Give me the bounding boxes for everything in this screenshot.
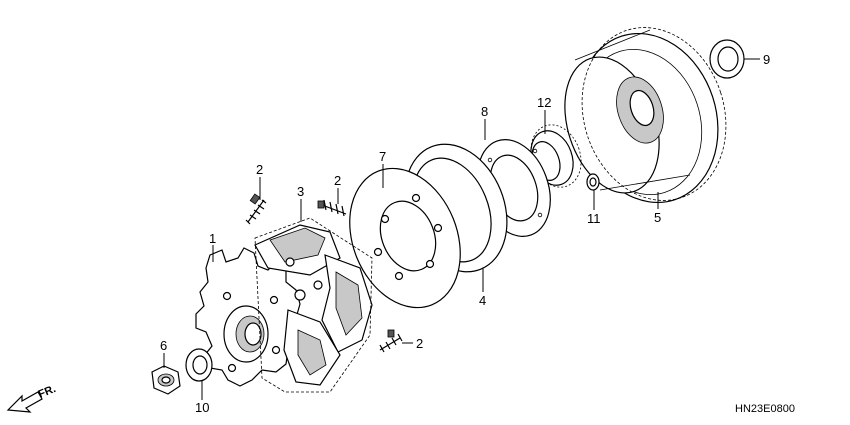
part-washer-11[interactable]	[586, 173, 600, 191]
part-thrust-washer-9[interactable]	[709, 39, 745, 79]
front-label: FR.	[37, 383, 58, 401]
callout-3: 3	[297, 184, 304, 199]
part-drive-plate-7[interactable]	[330, 152, 480, 324]
callout-1: 1	[209, 231, 216, 246]
callout-4: 4	[479, 293, 486, 308]
callout-6: 6	[160, 338, 167, 353]
part-spring-lower[interactable]	[379, 329, 403, 353]
callout-2-lower: 2	[416, 336, 423, 351]
part-drive-plate-1[interactable]	[195, 247, 305, 387]
front-arrow-icon	[6, 391, 43, 413]
diagram-reference-code: HN23E0800	[735, 403, 795, 415]
callout-5: 5	[654, 210, 661, 225]
part-nut[interactable]	[151, 365, 181, 395]
callout-7: 7	[379, 149, 386, 164]
callout-12: 12	[537, 95, 551, 110]
part-clutch-shoes[interactable]	[254, 217, 373, 393]
front-direction-indicator: FR.	[6, 383, 58, 413]
part-spring-upper-right[interactable]	[317, 199, 347, 217]
callout-10: 10	[195, 400, 209, 415]
part-washer-10[interactable]	[185, 348, 213, 382]
callout-8: 8	[481, 104, 488, 119]
callout-2-upper-left: 2	[256, 162, 263, 177]
part-spring-upper-left[interactable]	[245, 193, 267, 225]
part-clutch-outer[interactable]	[549, 9, 748, 221]
callout-2-upper-right: 2	[334, 173, 341, 188]
callout-9: 9	[763, 52, 770, 67]
leader-lines	[163, 58, 760, 400]
callout-11: 11	[587, 211, 601, 226]
